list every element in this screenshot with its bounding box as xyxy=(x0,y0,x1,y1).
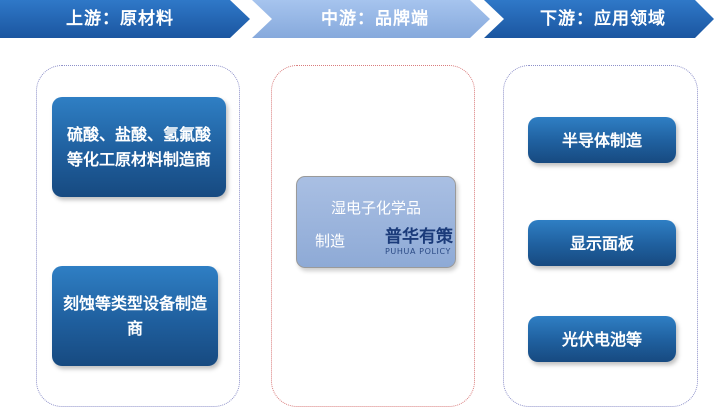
downstream-item-semiconductor: 半导体制造 xyxy=(528,117,676,163)
arrow-midstream xyxy=(252,0,490,38)
watermark-en: PUHUA POLICY xyxy=(385,247,452,256)
arrow-downstream xyxy=(484,0,714,38)
downstream-item-display-panel: 显示面板 xyxy=(528,220,676,266)
upstream-item-label: 硫酸、盐酸、氢氟酸等化工原材料制造商 xyxy=(66,125,211,169)
midstream-item-line2: 制造 xyxy=(315,232,346,250)
stage-label-upstream: 上游：原材料 xyxy=(66,9,174,29)
stage-arrows xyxy=(0,0,714,38)
midstream-column xyxy=(271,65,475,407)
upstream-column xyxy=(36,65,240,407)
downstream-item-photovoltaic: 光伏电池等 xyxy=(528,316,676,362)
stage-label-downstream: 下游：应用领域 xyxy=(540,9,666,29)
downstream-column xyxy=(503,65,698,407)
upstream-item-chemical-materials: 硫酸、盐酸、氢氟酸等化工原材料制造商 xyxy=(52,97,226,197)
stage-label-midstream: 中游：品牌端 xyxy=(321,9,429,29)
midstream-item-line1: 湿电子化学品 xyxy=(330,199,421,217)
arrow-upstream xyxy=(0,0,250,38)
upstream-item-label: 刻蚀等类型设备制造商 xyxy=(62,294,207,338)
downstream-item-label: 光伏电池等 xyxy=(561,329,642,349)
watermark-cn: 普华有策 xyxy=(385,227,453,247)
watermark: 普华有策 PUHUA POLICY xyxy=(385,227,455,257)
downstream-item-label: 显示面板 xyxy=(569,233,634,253)
downstream-item-label: 半导体制造 xyxy=(561,130,642,150)
upstream-item-etching-equipment: 刻蚀等类型设备制造商 xyxy=(52,266,218,366)
midstream-item-wet-chemicals: 湿电子化学品 制造 普华有策 PUHUA POLICY xyxy=(296,176,456,268)
